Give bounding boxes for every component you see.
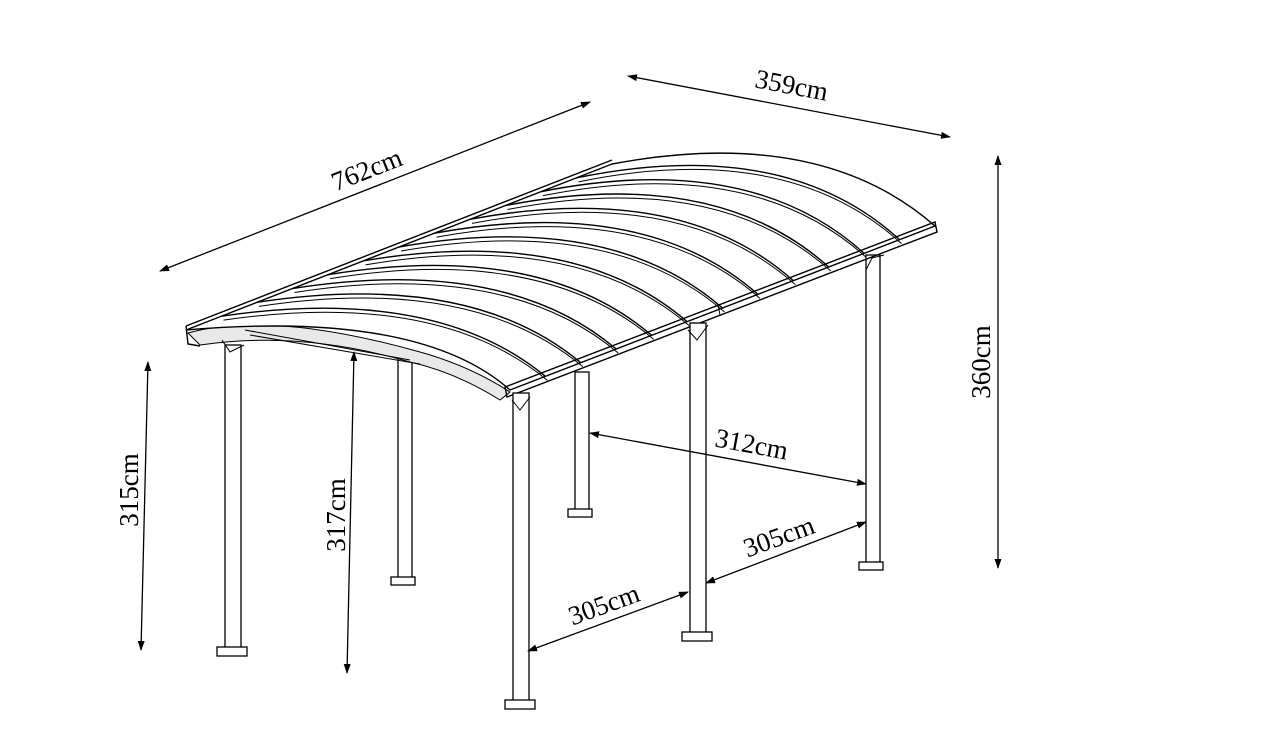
rear-post-1-base <box>390 576 416 586</box>
carport-structure <box>185 152 938 710</box>
front-mid-height-arrow <box>343 351 358 674</box>
roof-arch-edge <box>578 168 902 245</box>
width-dimension-arrow <box>627 74 951 139</box>
inner-width-label: 312cm <box>713 423 791 466</box>
roof-arch <box>576 164 901 241</box>
front-mid-height-label: 317cm <box>321 478 351 552</box>
rear-beam-end <box>185 325 201 347</box>
front-spacing-arrow <box>527 591 689 652</box>
rear-post-3 <box>865 254 881 566</box>
rear-posts <box>390 254 885 586</box>
front-post-left <box>224 344 242 651</box>
length-dimension-arrow <box>159 101 591 272</box>
rear-post-2 <box>574 371 590 513</box>
rear-post-3-base <box>858 561 884 571</box>
roof-arch-edge <box>542 183 867 258</box>
front-post-2-bracket <box>687 324 709 341</box>
roof-arch-edge <box>329 268 654 340</box>
inner-width-arrow <box>589 431 867 486</box>
front-left-height-arrow <box>137 361 152 651</box>
rear-post-2-base <box>567 508 593 518</box>
roof-arch <box>256 293 582 364</box>
front-post-2 <box>689 322 707 636</box>
width-label: 359cm <box>753 64 831 107</box>
roof-arch-edge <box>258 297 584 368</box>
front-post-left-bracket <box>221 339 245 353</box>
rear-post-1 <box>397 354 413 581</box>
roof-arch <box>221 307 546 377</box>
roof-arch-edge <box>294 283 619 354</box>
dimension-lines <box>137 74 1002 674</box>
front-post-left-base <box>216 646 248 657</box>
rear-post-3-bracket <box>865 254 885 271</box>
front-post-1-base <box>504 699 536 710</box>
beam-joint <box>717 304 721 316</box>
roof-arch <box>292 278 617 350</box>
rear-spacing-arrow <box>705 521 867 584</box>
roof-arch-edge <box>223 311 548 381</box>
total-height-label: 360cm <box>966 325 996 399</box>
roof-surface <box>185 152 937 391</box>
front-left-height-label: 315cm <box>114 453 144 527</box>
front-beam <box>504 221 938 398</box>
front-post-1 <box>512 392 530 704</box>
front-post-1-bracket <box>511 396 531 411</box>
underside-rafter <box>244 329 411 361</box>
roof-arch <box>540 179 865 254</box>
underside-rafter-2 <box>249 334 421 365</box>
length-label: 762cm <box>327 142 406 197</box>
front-post-2-base <box>681 631 713 642</box>
